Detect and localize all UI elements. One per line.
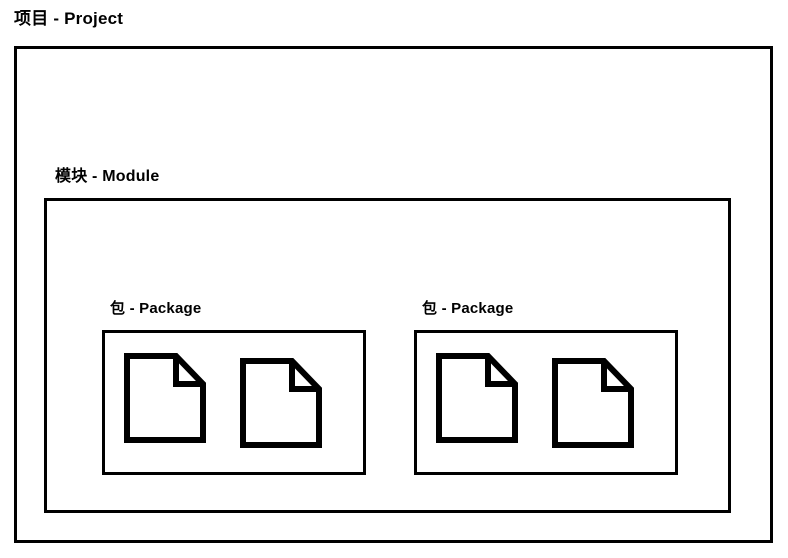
package-container-1 bbox=[102, 330, 366, 475]
module-label: 模块 - Module bbox=[55, 168, 160, 185]
project-container bbox=[14, 46, 773, 543]
file-document-icon bbox=[436, 353, 518, 443]
file-document-icon bbox=[240, 358, 322, 448]
package-label-1: 包 - Package bbox=[110, 300, 202, 317]
package-label-2: 包 - Package bbox=[422, 300, 514, 317]
file-document-icon bbox=[552, 358, 634, 448]
package-container-2 bbox=[414, 330, 678, 475]
module-container bbox=[44, 198, 731, 513]
file-document-icon bbox=[124, 353, 206, 443]
project-label: 项目 - Project bbox=[14, 9, 124, 28]
